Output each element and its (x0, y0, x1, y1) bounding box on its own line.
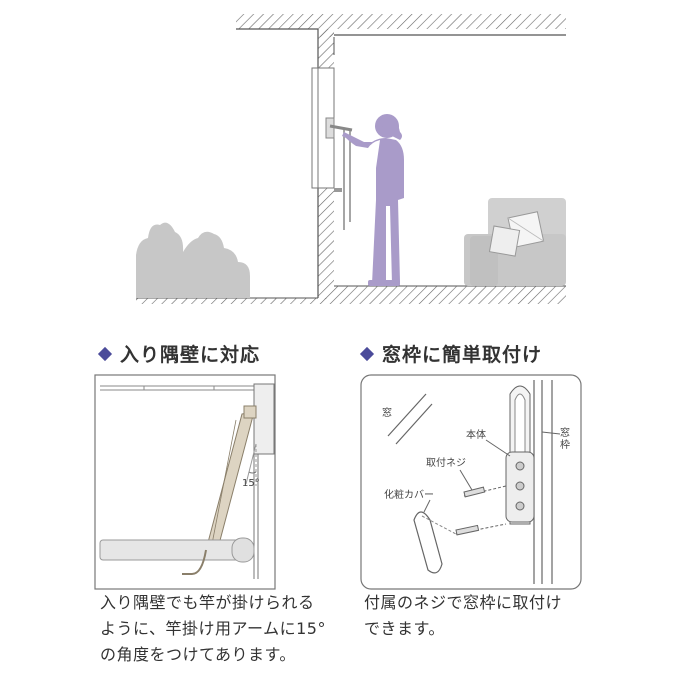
diamond-bullet-icon (97, 346, 113, 362)
drying-arm (325, 117, 353, 230)
screw-shapes (455, 485, 507, 536)
corner-wall-diagram: 15° (94, 374, 276, 590)
angle-label: 15° (242, 478, 260, 489)
left-caption: 入り隅壁でも竿が掛けられる ように、竿掛け用アームに15° の角度をつけてありま… (100, 593, 326, 664)
label-screw: 取付ネジ (426, 456, 466, 469)
sofa-shape (464, 198, 566, 286)
pole-shape (99, 539, 241, 561)
right-caption: 付属のネジで窓枠に取付け できます。 (364, 593, 563, 638)
label-body: 本体 (466, 428, 486, 441)
bush-shape (136, 222, 250, 298)
label-frame: 窓枠 (560, 426, 570, 451)
window-frame-mounting-diagram: 窓 窓枠 本体 取付ネジ 化粧カバー (360, 374, 582, 590)
right-section-title: 窓枠に簡単取付け (359, 340, 542, 367)
floor-hatch (136, 298, 566, 304)
person-silhouette (342, 114, 404, 286)
left-section-title: 入り隅壁に対応 (97, 340, 260, 367)
top-scene-illustration (136, 14, 566, 304)
label-cover: 化粧カバー (384, 488, 434, 501)
label-window: 窓 (382, 406, 392, 419)
cover-shape (413, 511, 443, 574)
ceiling-hatch (236, 14, 566, 29)
diamond-bullet-icon (359, 346, 375, 362)
